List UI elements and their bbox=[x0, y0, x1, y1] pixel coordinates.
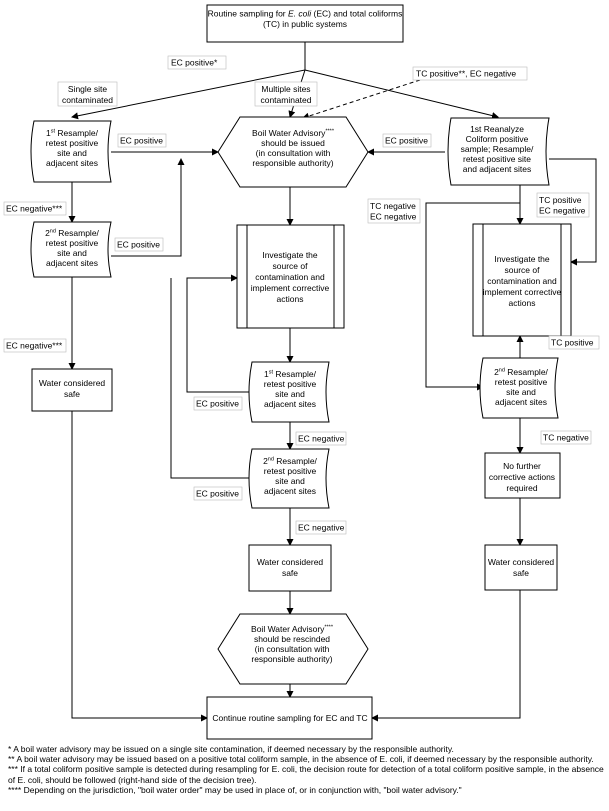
node-rescind: Boil Water Advisory****should be rescind… bbox=[251, 624, 334, 664]
footnote-3: *** If a total coliform positive sample … bbox=[8, 764, 604, 785]
edge-label-left-ec-positive-1: EC positive bbox=[120, 136, 163, 146]
footnote-2: ** A boil water advisory may be issued b… bbox=[8, 754, 594, 765]
footnotes: * A boil water advisory may be issued on… bbox=[8, 744, 604, 795]
flowchart-nodes bbox=[30, 4, 572, 740]
connectors bbox=[68, 42, 597, 722]
edge-label-mid-ec-negative-1: EC negative bbox=[298, 434, 345, 444]
edge-label-right-tc-positive: TC positive bbox=[551, 338, 594, 348]
edge-label-tc-positive-ec-negative: TC positive**, EC negative bbox=[416, 69, 516, 79]
edge-label-mid-ec-positive-2: EC positive bbox=[196, 489, 239, 499]
edge-label-mid-ec-negative-2: EC negative bbox=[298, 523, 345, 533]
node-boil-water-advisory: Boil Water Advisory****should be issued(… bbox=[252, 128, 335, 168]
edge-label-right-ec-positive: EC positive bbox=[385, 136, 428, 146]
edge-label-boxes bbox=[3, 55, 600, 535]
edge-label-right-tc-negative: TC negative bbox=[543, 433, 589, 443]
footnote-4: **** Depending on the jurisdiction, "boi… bbox=[8, 784, 462, 795]
node-continue-routine: Continue routine sampling for EC and TC bbox=[212, 713, 367, 723]
edge-label-left-ec-negative-2: EC negative*** bbox=[6, 341, 63, 351]
node-texts: Routine sampling for E. coli (EC) and to… bbox=[39, 9, 562, 724]
edge-label-ec-positive-star: EC positive* bbox=[171, 58, 218, 68]
edge-label-left-ec-negative-1: EC negative*** bbox=[6, 204, 63, 214]
edge-label-left-ec-positive-2: EC positive bbox=[117, 240, 160, 250]
node-routine-sampling: Routine sampling for E. coli (EC) and to… bbox=[208, 9, 403, 30]
footnote-1: * A boil water advisory may be issued on… bbox=[8, 744, 454, 754]
edge-label-mid-ec-positive-1: EC positive bbox=[196, 399, 239, 409]
